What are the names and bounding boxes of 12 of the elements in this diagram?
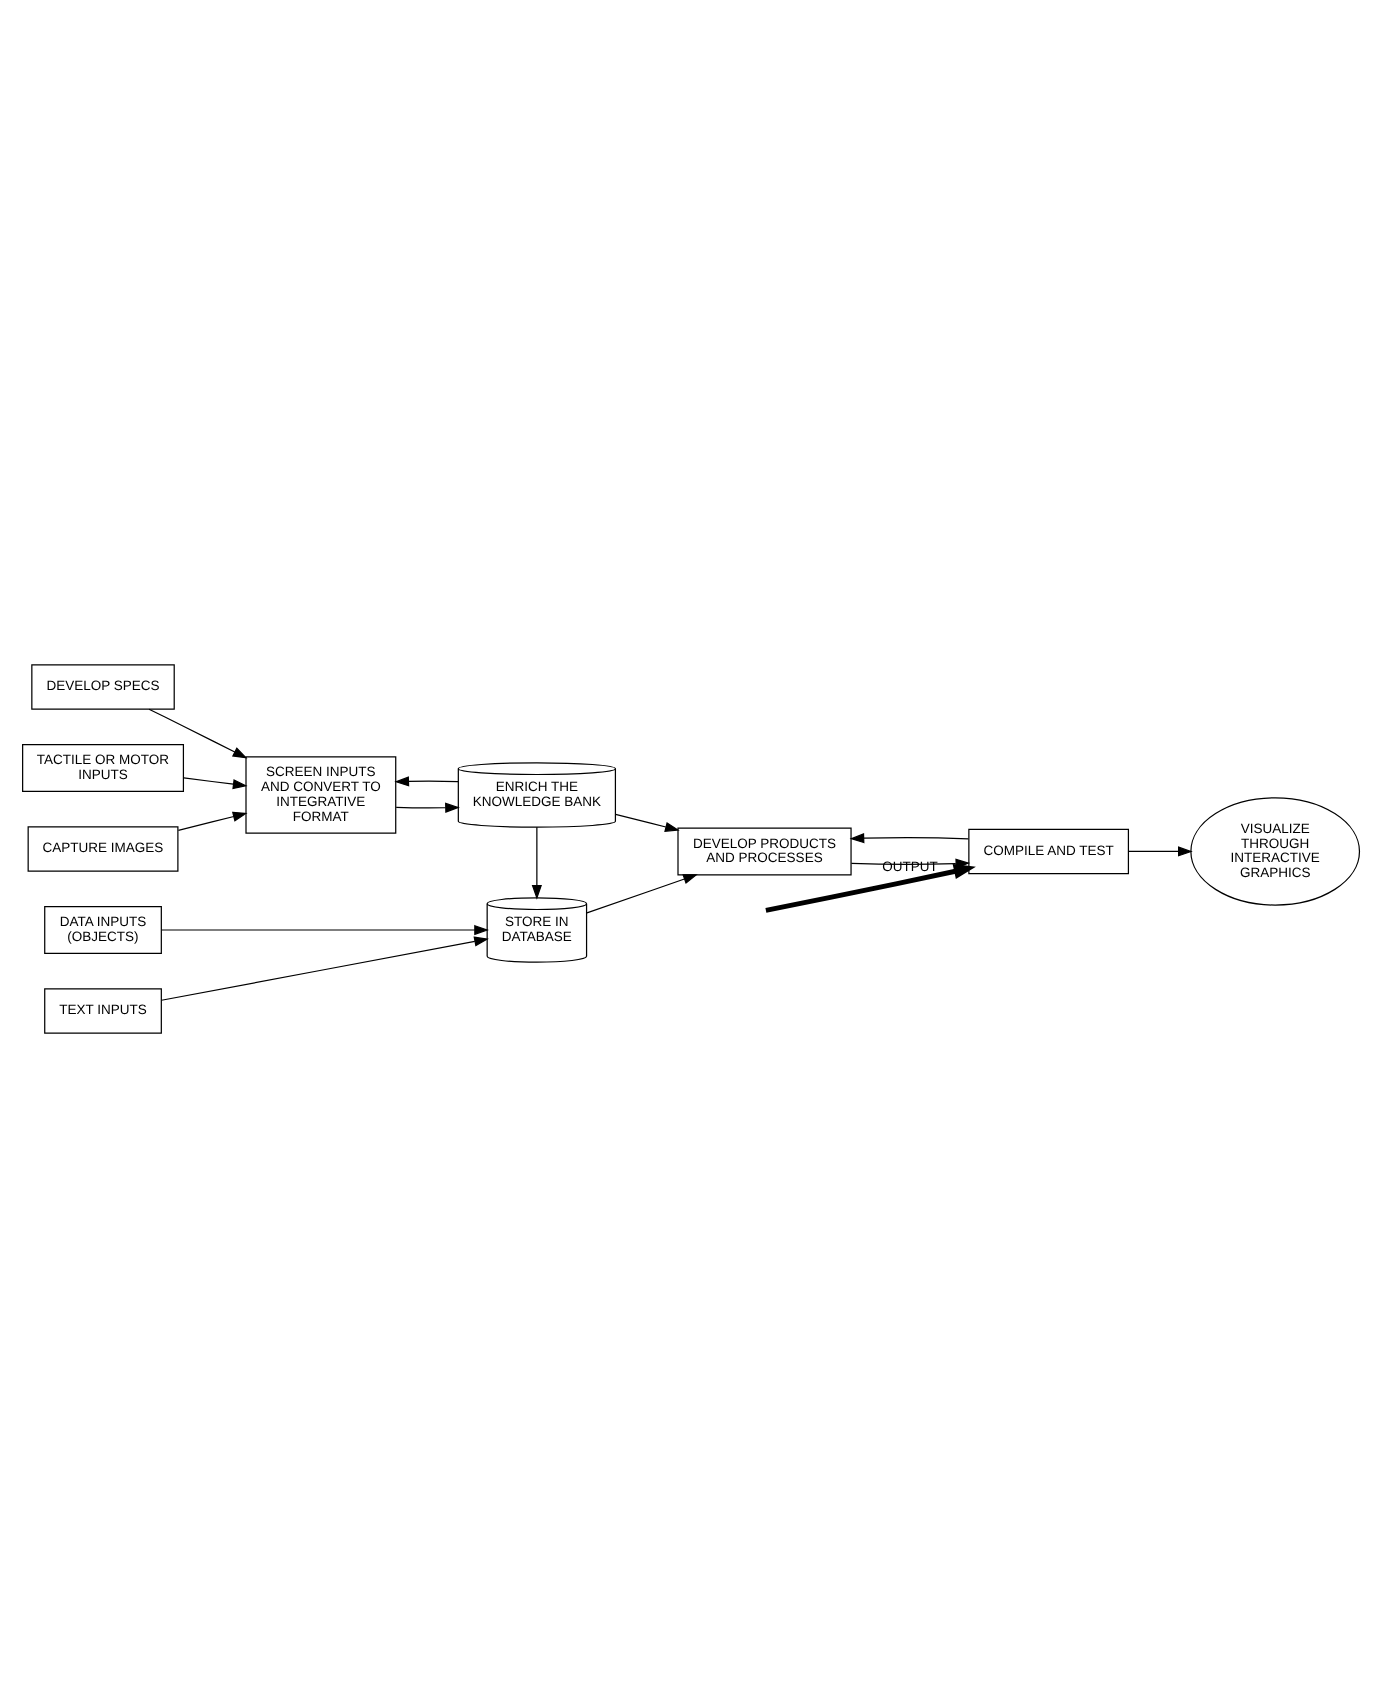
arrow: [160, 936, 489, 1001]
arrow: [849, 833, 970, 844]
arrow: [160, 924, 489, 936]
arrow: [1127, 846, 1193, 857]
arrow: [586, 874, 698, 914]
arrow: [183, 777, 248, 790]
arrow: [177, 811, 248, 832]
arrow: [395, 802, 460, 813]
arrow: [394, 776, 459, 787]
arrow: [615, 813, 680, 832]
arrow: [148, 708, 248, 759]
arrow: [531, 826, 543, 900]
